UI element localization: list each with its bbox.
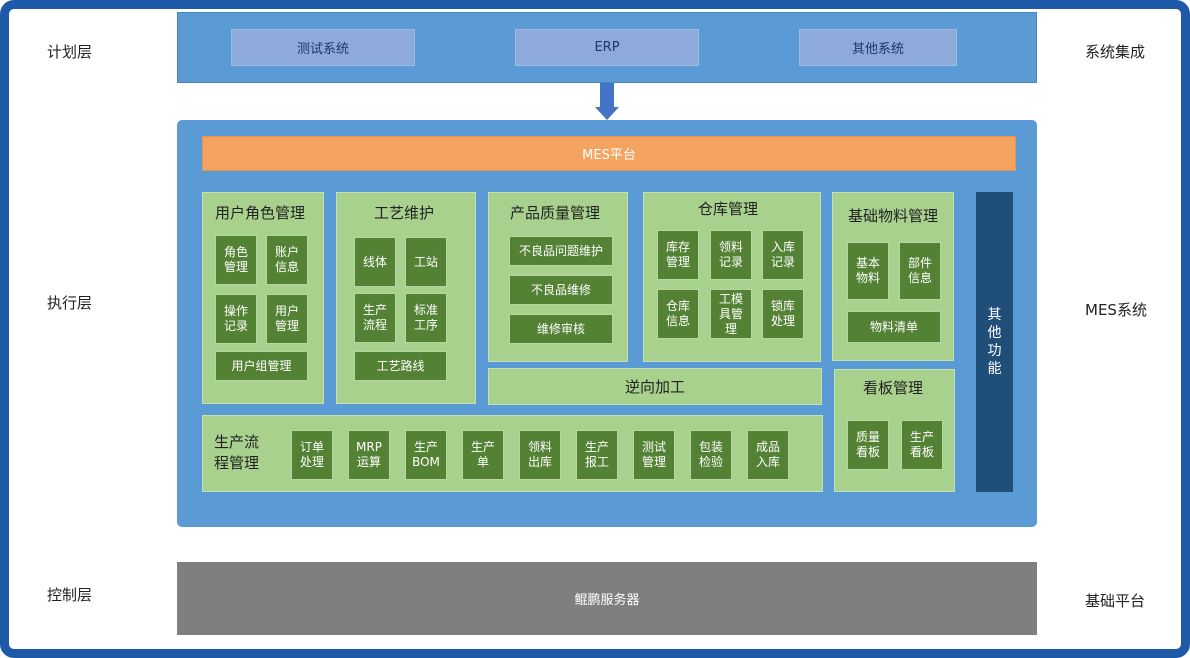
other-functions-bar: 其 他 功 能 xyxy=(976,192,1013,492)
chip-operation-log: 操作 记录 xyxy=(215,294,257,344)
mes-platform-bar: MES平台 xyxy=(202,136,1016,171)
chip-user-management: 用户 管理 xyxy=(266,294,308,344)
down-arrow-head xyxy=(595,107,619,120)
layer-label-control: 控制层 xyxy=(47,586,93,604)
module-process: 工艺维护 线体 工站 生产 流程 标准 工序 工艺路线 xyxy=(336,192,476,404)
chip-production-order: 生产 单 xyxy=(462,430,504,480)
chip-line: 线体 xyxy=(354,237,396,287)
module-warehouse: 仓库管理 库存 管理 领料 记录 入库 记录 仓库 信息 工模 具管 理 锁库 … xyxy=(643,192,821,362)
chip-order-processing: 订单 处理 xyxy=(291,430,333,480)
down-arrow-shaft xyxy=(600,83,614,109)
chip-bom-list: 物料清单 xyxy=(847,311,941,343)
chip-mrp-calc: MRP 运算 xyxy=(348,430,390,480)
plan-system-erp: ERP xyxy=(515,29,699,66)
chip-role-management: 角色 管理 xyxy=(215,235,257,285)
chip-picking-outbound: 领料 出库 xyxy=(519,430,561,480)
chip-production-board: 生产 看板 xyxy=(901,420,943,470)
plan-system-test: 测试系统 xyxy=(231,29,415,66)
module-reverse-processing: 逆向加工 xyxy=(488,368,822,405)
chip-defect-maintenance: 不良品问题维护 xyxy=(509,236,613,266)
control-platform-bar: 鲲鹏服务器 xyxy=(177,562,1037,635)
chip-production-report: 生产 报工 xyxy=(576,430,618,480)
right-label-base: 基础平台 xyxy=(1085,592,1146,610)
chip-tooling-management: 工模 具管 理 xyxy=(710,289,752,339)
module-production: 生产流 程管理 订单 处理 MRP 运算 生产 BOM 生产 单 领料 出库 生… xyxy=(202,415,823,492)
chip-packaging-inspection: 包装 检验 xyxy=(690,430,732,480)
chip-component-info: 部件 信息 xyxy=(899,242,941,300)
plan-system-other: 其他系统 xyxy=(799,29,957,66)
chip-defect-repair: 不良品维修 xyxy=(509,275,613,305)
module-user-role: 用户角色管理 角色 管理 账户 信息 操作 记录 用户 管理 用户组管理 xyxy=(202,192,324,404)
chip-inbound-record: 入库 记录 xyxy=(762,230,804,280)
module-production-title: 生产流 程管理 xyxy=(214,433,260,472)
chip-user-group-management: 用户组管理 xyxy=(215,351,308,381)
right-label-integration: 系统集成 xyxy=(1085,43,1146,61)
module-material: 基础物料管理 基本 物料 部件 信息 物料清单 xyxy=(832,192,954,361)
chip-quality-board: 质量 看板 xyxy=(847,420,889,470)
layer-label-exec: 执行层 xyxy=(47,294,93,312)
module-board: 看板管理 质量 看板 生产 看板 xyxy=(834,369,955,492)
module-quality: 产品质量管理 不良品问题维护 不良品维修 维修审核 xyxy=(488,192,628,362)
chip-inventory-management: 库存 管理 xyxy=(657,230,699,280)
module-board-title: 看板管理 xyxy=(863,379,924,397)
chip-basic-material: 基本 物料 xyxy=(847,242,889,300)
chip-station: 工站 xyxy=(405,237,447,287)
right-label-mes: MES系统 xyxy=(1085,301,1147,319)
chip-picking-record: 领料 记录 xyxy=(710,230,752,280)
module-user-role-title: 用户角色管理 xyxy=(215,204,306,222)
module-warehouse-title: 仓库管理 xyxy=(698,200,759,218)
chip-production-flow: 生产 流程 xyxy=(354,293,396,343)
chip-finished-inbound: 成品 入库 xyxy=(747,430,789,480)
chip-repair-review: 维修审核 xyxy=(509,314,613,344)
chip-lock-processing: 锁库 处理 xyxy=(762,289,804,339)
module-material-title: 基础物料管理 xyxy=(848,207,939,225)
chip-warehouse-info: 仓库 信息 xyxy=(657,289,699,339)
chip-standard-procedure: 标准 工序 xyxy=(405,293,447,343)
chip-production-bom: 生产 BOM xyxy=(405,430,447,480)
chip-process-route: 工艺路线 xyxy=(354,351,447,381)
layer-label-plan: 计划层 xyxy=(47,43,93,61)
module-process-title: 工艺维护 xyxy=(374,204,435,222)
module-quality-title: 产品质量管理 xyxy=(510,204,601,222)
chip-test-management: 测试 管理 xyxy=(633,430,675,480)
chip-account-info: 账户 信息 xyxy=(266,235,308,285)
